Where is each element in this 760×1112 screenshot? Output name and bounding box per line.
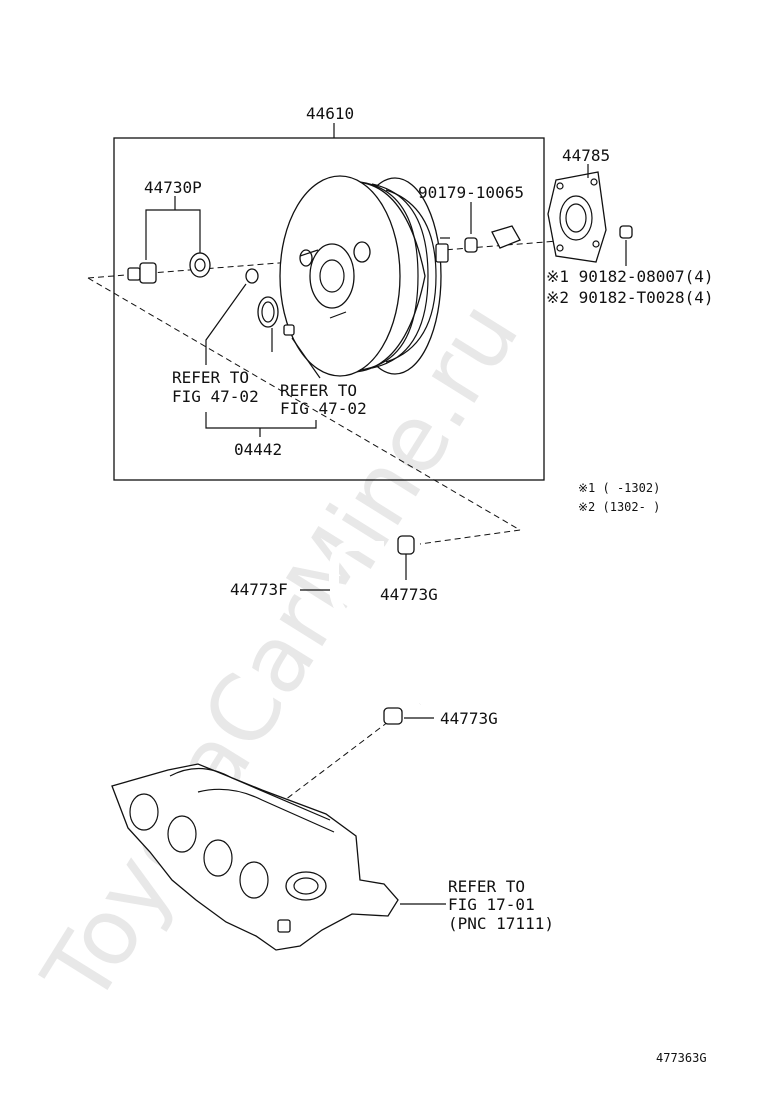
label-refer-b-line1: REFER TO: [280, 381, 357, 400]
assembly-frame: [113, 137, 545, 481]
gasket-plate-part: [547, 164, 633, 266]
label-refer-a-line1: REFER TO: [172, 368, 249, 387]
note-1: ※1 ( -1302): [578, 481, 660, 495]
label-booster-assy: 44610: [306, 104, 354, 123]
label-hose: 44773F: [230, 580, 288, 599]
vacuum-hose-part: [300, 541, 435, 707]
label-bushing: 90179-10065: [418, 183, 524, 202]
label-nut-2: ※2 90182-T0028(4): [546, 288, 714, 307]
label-refer-a-line2: FIG 47-02: [172, 387, 259, 406]
brake-booster-part: [279, 175, 450, 377]
seal-kit-parts: [205, 296, 321, 437]
label-manifold-line2: FIG 17-01: [448, 895, 535, 914]
note-2: ※2 (1302- ): [578, 500, 660, 514]
label-manifold-line3: (PNC 17111): [448, 914, 554, 933]
label-check-valve: 44730P: [144, 178, 202, 197]
diagram-id: 477363G: [656, 1051, 707, 1065]
hose-clip-upper-part: [397, 535, 415, 580]
label-seal-kit: 04442: [234, 440, 282, 459]
label-gasket-plate: 44785: [562, 146, 610, 165]
label-clip-upper: 44773G: [380, 585, 438, 604]
hose-clip-lower-part: [383, 707, 434, 725]
label-refer-b-line2: FIG 47-02: [280, 399, 367, 418]
bushing-part: [464, 202, 521, 253]
label-manifold-line1: REFER TO: [448, 877, 525, 896]
check-valve-part: [127, 196, 211, 284]
label-clip-lower: 44773G: [440, 709, 498, 728]
intake-manifold-part: [111, 763, 446, 951]
grommet-part: [205, 268, 259, 365]
label-nut-1: ※1 90182-08007(4): [546, 267, 714, 286]
